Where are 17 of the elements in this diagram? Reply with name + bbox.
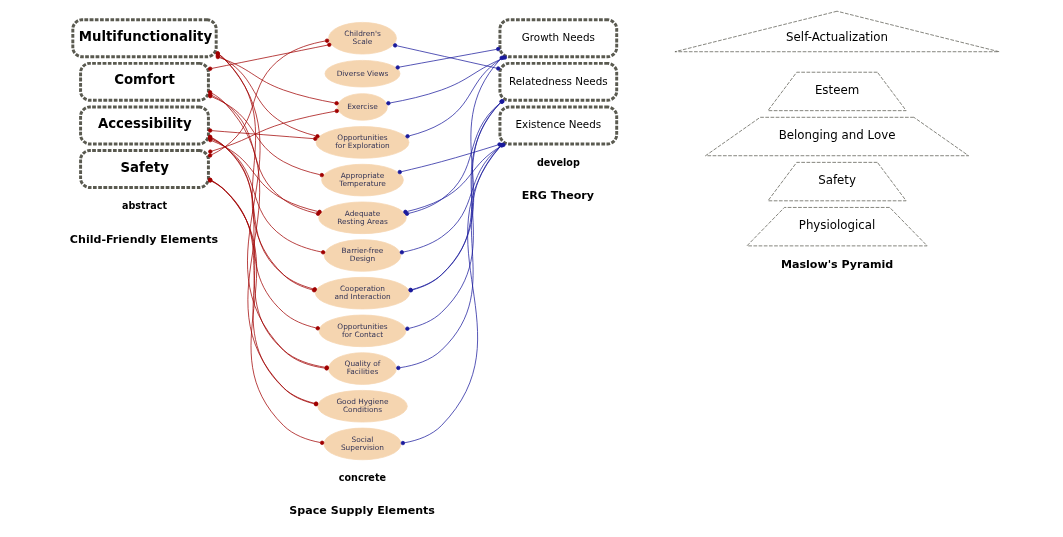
node-ellipse: Quality of Facilities <box>328 352 397 385</box>
node-box: Comfort <box>79 61 210 102</box>
node-ellipse: Opportunities for Contact <box>318 314 407 348</box>
node-box: Safety <box>79 149 210 189</box>
node-ellipse: Good Hygiene Conditions <box>317 390 408 423</box>
node-ellipse: Exercise <box>337 93 388 121</box>
label: ERG Theory <box>521 188 595 202</box>
label: Child-Friendly Elements <box>69 232 219 246</box>
connector <box>208 42 332 71</box>
label: Maslow's Pyramid <box>780 257 894 271</box>
label: develop <box>536 156 580 168</box>
label: Space Supply Elements <box>289 504 435 518</box>
label: concrete <box>338 472 386 484</box>
node-ellipse: Cooperation and Interaction <box>315 276 410 310</box>
node-ellipse: Social Supervision <box>323 427 402 461</box>
label: abstract <box>121 200 168 212</box>
node-box: Accessibility <box>79 105 210 146</box>
